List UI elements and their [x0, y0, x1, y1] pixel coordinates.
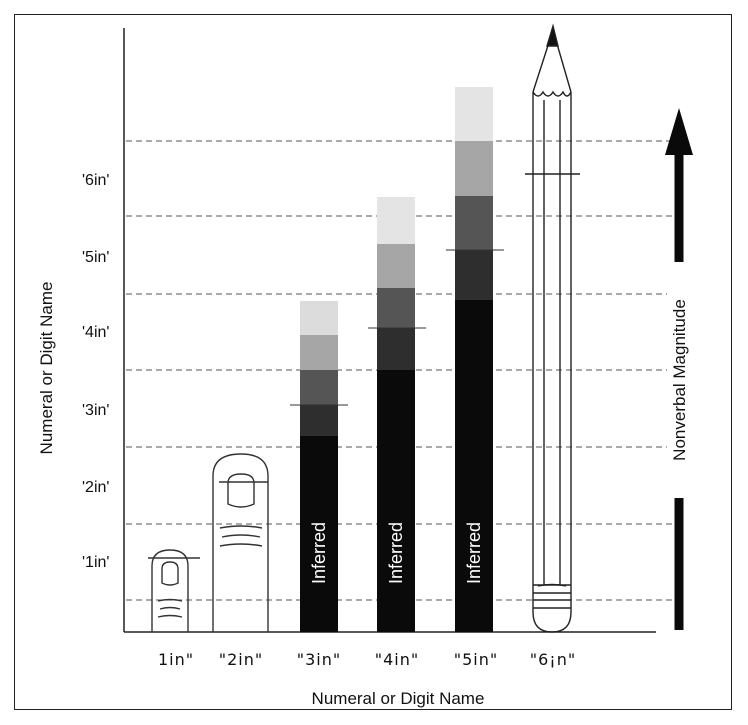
bar-band-darker [300, 405, 338, 436]
bar-band-light [377, 244, 415, 288]
figure-frame [14, 14, 732, 710]
pencil-6in-icon [525, 23, 580, 633]
bar-band-dark [377, 328, 415, 370]
y-tick-label: '2in' [82, 479, 109, 496]
bar-solid [455, 300, 493, 632]
bar-label-inferred: Inferred [464, 522, 484, 584]
x-tick-label: "2in" [219, 650, 263, 669]
x-tick-label: "5in" [454, 650, 498, 669]
magnitude-label: Nonverbal Magnitude [670, 299, 689, 461]
bar-band-mid [300, 335, 338, 370]
y-tick-label: '3in' [82, 402, 109, 419]
finger-1in-icon [148, 549, 200, 632]
x-axis-title: Numeral or Digit Name [312, 689, 485, 708]
x-tick-label: "3in" [297, 650, 341, 669]
magnitude-arrow: Nonverbal Magnitude [665, 108, 693, 630]
bar-band-lightest [377, 197, 415, 244]
bar-band-mid [377, 288, 415, 328]
bar-label-inferred: Inferred [309, 522, 329, 584]
x-tick-label: "6¡n" [530, 650, 576, 669]
bar-5in: Inferred [446, 87, 504, 632]
bar-band-mid [455, 196, 493, 250]
bar-band-light [300, 301, 338, 335]
x-tick-label: "4in" [375, 650, 419, 669]
y-tick-label: '6in' [82, 172, 109, 189]
y-tick-label: '1in' [82, 554, 109, 571]
bar-band-light [455, 141, 493, 196]
y-axis-title: Numeral or Digit Name [37, 282, 56, 455]
bar-label-inferred: Inferred [386, 522, 406, 584]
bar-band-dark [300, 370, 338, 405]
bar-3in: Inferred [290, 301, 348, 632]
bar-solid [377, 370, 415, 632]
bar-4in: Inferred [368, 197, 426, 632]
x-tick-label: 1in" [158, 650, 194, 669]
y-tick-label: '4in' [82, 324, 109, 341]
bar-band-lightest [455, 87, 493, 141]
finger-2in-icon [212, 453, 269, 632]
y-tick-label: '5in' [82, 249, 109, 266]
bar-band-dark [455, 250, 493, 300]
bar-solid [300, 436, 338, 632]
